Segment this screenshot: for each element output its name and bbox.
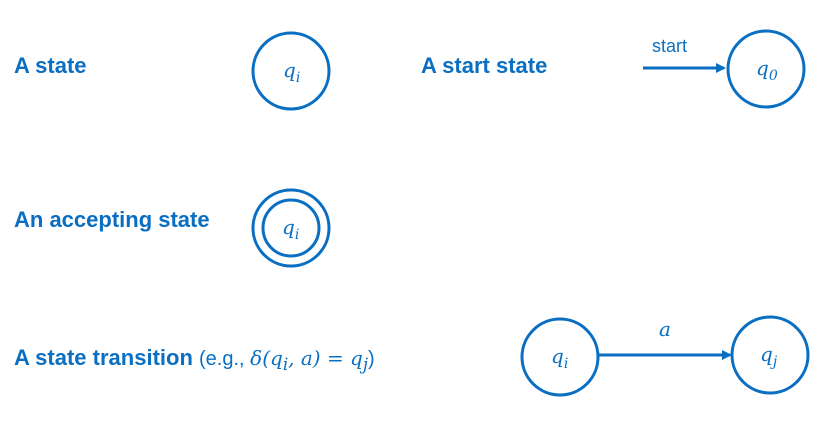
state-node: qi — [251, 31, 331, 111]
transition-diagram: qi a qj — [520, 315, 810, 397]
transition-from-circle — [520, 317, 600, 397]
transition-example-suffix: ) — [368, 348, 375, 370]
transition-label-text: A state transition — [14, 345, 193, 370]
state-node-label: qi — [283, 58, 300, 86]
accepting-state-node: qi — [251, 188, 331, 268]
start-state-node: start q0 — [643, 29, 806, 109]
formula-sub-j: j — [362, 355, 369, 374]
accepting-inner-circle — [261, 198, 321, 258]
transition-example-formula: δ(qi, a) = qj — [250, 346, 368, 374]
transition-label: A state transition (e.g., δ(qi, a) = qj) — [14, 345, 375, 374]
transition-arrow-label: a — [659, 317, 671, 341]
accepting-state-label-text: An accepting state — [14, 207, 210, 232]
transition-example-prefix: (e.g., — [199, 348, 251, 370]
formula-mid-part: , a) = q — [288, 346, 363, 370]
accepting-state-label: An accepting state — [14, 207, 210, 233]
state-circle — [251, 31, 331, 111]
start-state-label: A start state — [421, 53, 547, 79]
formula-sub-i: i — [282, 355, 289, 374]
transition-to-label: qj — [760, 342, 778, 370]
accepting-state-node-label: qi — [282, 215, 299, 243]
start-state-circle — [726, 29, 806, 109]
transition-from-label: qi — [551, 344, 568, 372]
start-state-node-label: q0 — [756, 56, 778, 84]
start-arrow-label: start — [652, 36, 687, 56]
transition-to-circle — [730, 315, 810, 395]
formula-delta-part: δ(q — [250, 346, 283, 370]
state-label: A state — [14, 53, 87, 79]
state-label-text: A state — [14, 53, 87, 78]
start-state-label-text: A start state — [421, 53, 548, 78]
